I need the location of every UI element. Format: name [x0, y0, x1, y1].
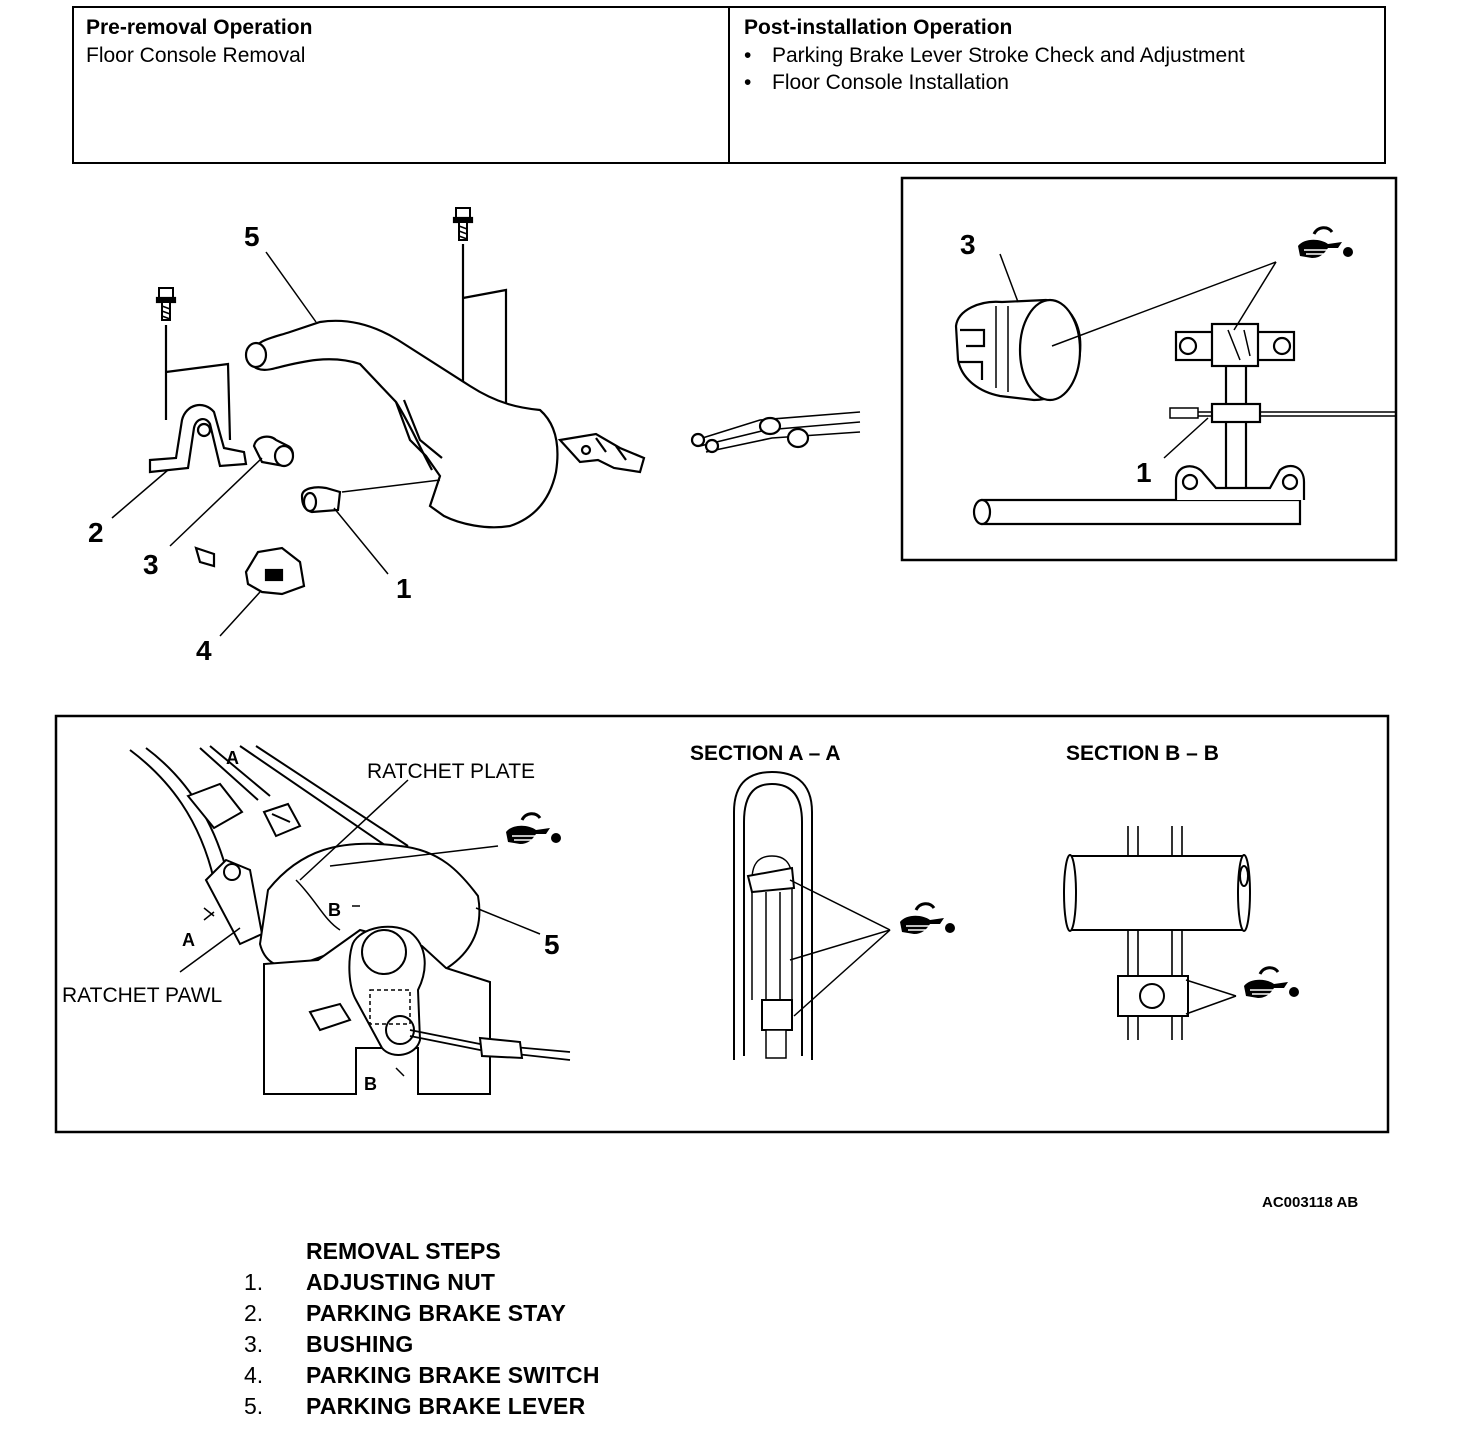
list-item: 1. ADJUSTING NUT [244, 1267, 600, 1298]
step-text: PARKING BRAKE STAY [306, 1300, 567, 1326]
detail-callout-3: 3 [960, 229, 976, 260]
step-text: ADJUSTING NUT [306, 1269, 496, 1295]
section-mark-a-bottom: A [182, 930, 195, 950]
callout-5: 5 [244, 221, 260, 252]
section-mark-b-top: B [328, 900, 341, 920]
step-number: 4. [244, 1362, 264, 1388]
section-aa-title: SECTION A – A [690, 742, 841, 765]
pre-removal-item: Floor Console Removal [86, 44, 306, 67]
section-bb-view [1063, 826, 1251, 1040]
step-number: 2. [244, 1300, 264, 1326]
detail-box [900, 176, 1398, 562]
section-mark-a-top: A [226, 748, 239, 768]
list-item: 2. PARKING BRAKE STAY [244, 1298, 600, 1329]
step-number: 5. [244, 1393, 264, 1419]
main-exploded-view [111, 206, 861, 637]
ratchet-pawl-label: RATCHET PAWL [62, 984, 222, 1007]
section-mark-b-bottom: B [364, 1074, 377, 1094]
ratchet-plate-label: RATCHET PLATE [367, 760, 535, 783]
ratchet-labels: RATCHET PLATE RATCHET PAWL A A B B 5 [62, 748, 560, 1094]
parking-brake-stay [148, 403, 248, 474]
callout-2: 2 [88, 517, 104, 548]
section-bb-title: SECTION B – B [1066, 742, 1219, 765]
section-box [54, 714, 1390, 1134]
detail-callouts: 3 1 [960, 229, 1152, 488]
grease-icon [1242, 966, 1301, 1000]
list-item: 3. BUSHING [244, 1329, 600, 1360]
detail-view [954, 253, 1396, 526]
callout-1: 1 [396, 573, 412, 604]
section-aa-view [733, 770, 891, 1060]
removal-steps-title: REMOVAL STEPS [306, 1238, 501, 1264]
callout-3: 3 [143, 549, 159, 580]
pre-removal-title: Pre-removal Operation [86, 16, 313, 39]
post-installation-item: Parking Brake Lever Stroke Check and Adj… [744, 42, 1372, 69]
detail-callout-1: 1 [1136, 457, 1152, 488]
ratchet-view [129, 745, 571, 1095]
list-item: 4. PARKING BRAKE SWITCH [244, 1360, 600, 1391]
post-installation-list: Parking Brake Lever Stroke Check and Adj… [744, 42, 1372, 96]
step-number: 3. [244, 1331, 264, 1357]
post-installation-cell: Post-installation Operation Parking Brak… [730, 8, 1384, 162]
callout-4: 4 [196, 635, 212, 666]
parking-brake-lever [248, 319, 559, 529]
operations-table: Pre-removal Operation Floor Console Remo… [72, 6, 1386, 164]
grease-icon [1296, 226, 1355, 260]
post-installation-item: Floor Console Installation [744, 69, 1372, 96]
section-callout-5: 5 [544, 929, 560, 960]
removal-steps: REMOVAL STEPS 1. ADJUSTING NUT 2. PARKIN… [244, 1236, 600, 1422]
main-callouts: 5 2 3 1 4 [88, 221, 412, 666]
pre-removal-cell: Pre-removal Operation Floor Console Remo… [74, 8, 730, 162]
step-number: 1. [244, 1269, 264, 1295]
illustration-code: AC003118 AB [1262, 1194, 1359, 1211]
step-text: PARKING BRAKE LEVER [306, 1393, 586, 1419]
list-item: 5. PARKING BRAKE LEVER [244, 1391, 600, 1422]
post-installation-title: Post-installation Operation [744, 16, 1013, 39]
grease-icon [898, 902, 957, 936]
grease-icon [504, 812, 563, 846]
step-text: BUSHING [306, 1331, 414, 1357]
step-text: PARKING BRAKE SWITCH [306, 1362, 600, 1388]
